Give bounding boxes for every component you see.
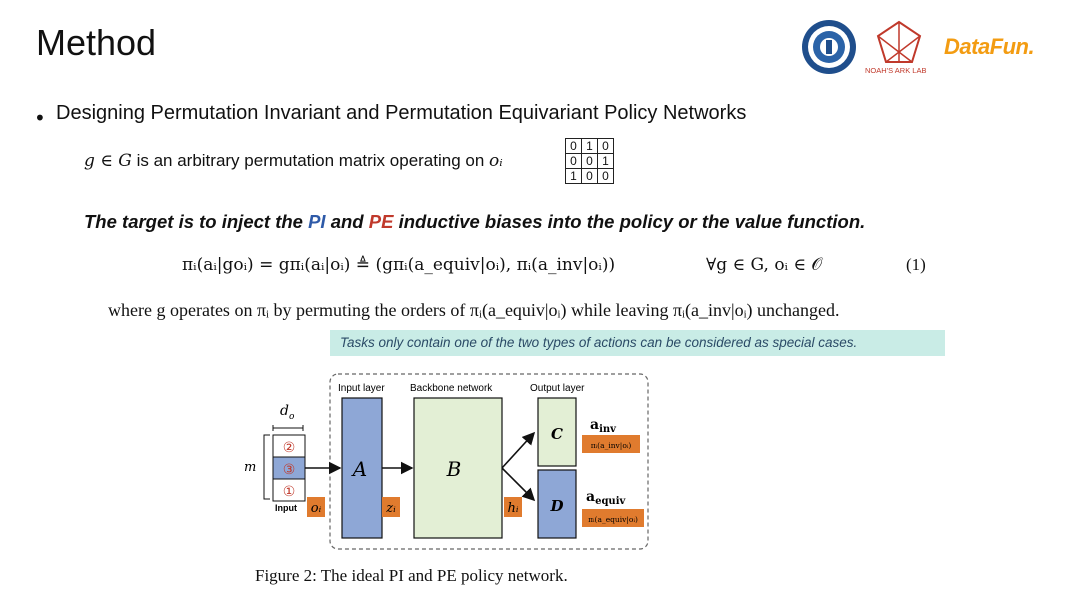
equation-condition: ∀g ∈ G, oᵢ ∈ 𝒪 bbox=[706, 255, 823, 275]
m-label: m bbox=[244, 460, 256, 475]
target-part1: The target is to inject the bbox=[84, 211, 309, 232]
target-pi: PI bbox=[308, 211, 326, 232]
input-row-1: ① bbox=[283, 484, 296, 500]
block-a-label: A bbox=[351, 457, 367, 481]
a-inv-label: ainv bbox=[590, 417, 617, 435]
network-frame bbox=[329, 373, 649, 550]
matrix-cell: 0 bbox=[597, 138, 614, 154]
noahs-ark-logo-icon bbox=[876, 20, 922, 63]
h-i-tag: hᵢ bbox=[508, 501, 519, 516]
backbone-label: Backbone network bbox=[410, 383, 493, 394]
note-box: Tasks only contain one of the two types … bbox=[330, 330, 945, 356]
bullet-dot: • bbox=[34, 106, 46, 130]
block-a bbox=[341, 397, 383, 539]
input-label: Input bbox=[275, 503, 297, 513]
target-part2: and bbox=[325, 211, 369, 232]
noahs-ark-label: NOAH'S ARK LAB bbox=[865, 66, 927, 75]
perm-math-suffix: oᵢ bbox=[489, 151, 503, 171]
perm-text: is an arbitrary permutation matrix opera… bbox=[131, 151, 490, 170]
a-equiv-label: aequiv bbox=[586, 489, 627, 507]
output-layer-label: Output layer bbox=[530, 383, 585, 394]
o-i-tag: oᵢ bbox=[311, 501, 322, 516]
bullet-heading: Designing Permutation Invariant and Perm… bbox=[56, 102, 747, 124]
permutation-sentence: g ∈ G is an arbitrary permutation matrix… bbox=[84, 151, 503, 171]
block-b bbox=[413, 397, 503, 539]
z-i-tag: zᵢ bbox=[385, 501, 396, 516]
matrix-cell: 1 bbox=[581, 138, 598, 154]
pi-equiv-tag: πᵢ(a_equiv|oᵢ) bbox=[588, 515, 638, 524]
block-c-label: C bbox=[551, 425, 563, 443]
equation-number: (1) bbox=[906, 255, 926, 274]
matrix-cell: 0 bbox=[565, 138, 582, 154]
matrix-cell: 1 bbox=[565, 168, 582, 184]
figure-caption: Figure 2: The ideal PI and PE policy net… bbox=[255, 566, 568, 585]
perm-math-prefix: g ∈ G bbox=[84, 151, 132, 171]
matrix-cell: 0 bbox=[597, 168, 614, 184]
pi-inv-tag: πᵢ(a_inv|oᵢ) bbox=[591, 441, 632, 450]
target-sentence: The target is to inject the PI and PE in… bbox=[84, 211, 865, 233]
input-row-3: ③ bbox=[283, 462, 296, 478]
block-b-label: B bbox=[446, 457, 462, 481]
input-layer-label: Input layer bbox=[338, 383, 385, 394]
block-d bbox=[537, 469, 577, 539]
policy-network-figure: Input layer Backbone network Output laye… bbox=[244, 373, 649, 550]
matrix-cell: 0 bbox=[565, 153, 582, 169]
equation-main: πᵢ(aᵢ|goᵢ) = gπᵢ(aᵢ|oᵢ) ≜ (gπᵢ(a_equiv|o… bbox=[182, 255, 616, 275]
where-sentence: where g operates on πᵢ by permuting the … bbox=[108, 300, 840, 320]
matrix-cell: 1 bbox=[597, 153, 614, 169]
slide-title: Method bbox=[36, 22, 157, 63]
matrix-cell: 0 bbox=[581, 153, 598, 169]
matrix-cell: 0 bbox=[581, 168, 598, 184]
d-o-label: do bbox=[280, 403, 295, 422]
target-pe: PE bbox=[368, 211, 394, 232]
university-seal-icon bbox=[802, 20, 856, 74]
input-row-2: ② bbox=[283, 440, 296, 456]
datafun-logo: DataFun. bbox=[944, 34, 1035, 59]
block-c bbox=[537, 397, 577, 467]
block-d-label: D bbox=[549, 497, 563, 515]
target-part3: inductive biases into the policy or the … bbox=[393, 211, 866, 232]
